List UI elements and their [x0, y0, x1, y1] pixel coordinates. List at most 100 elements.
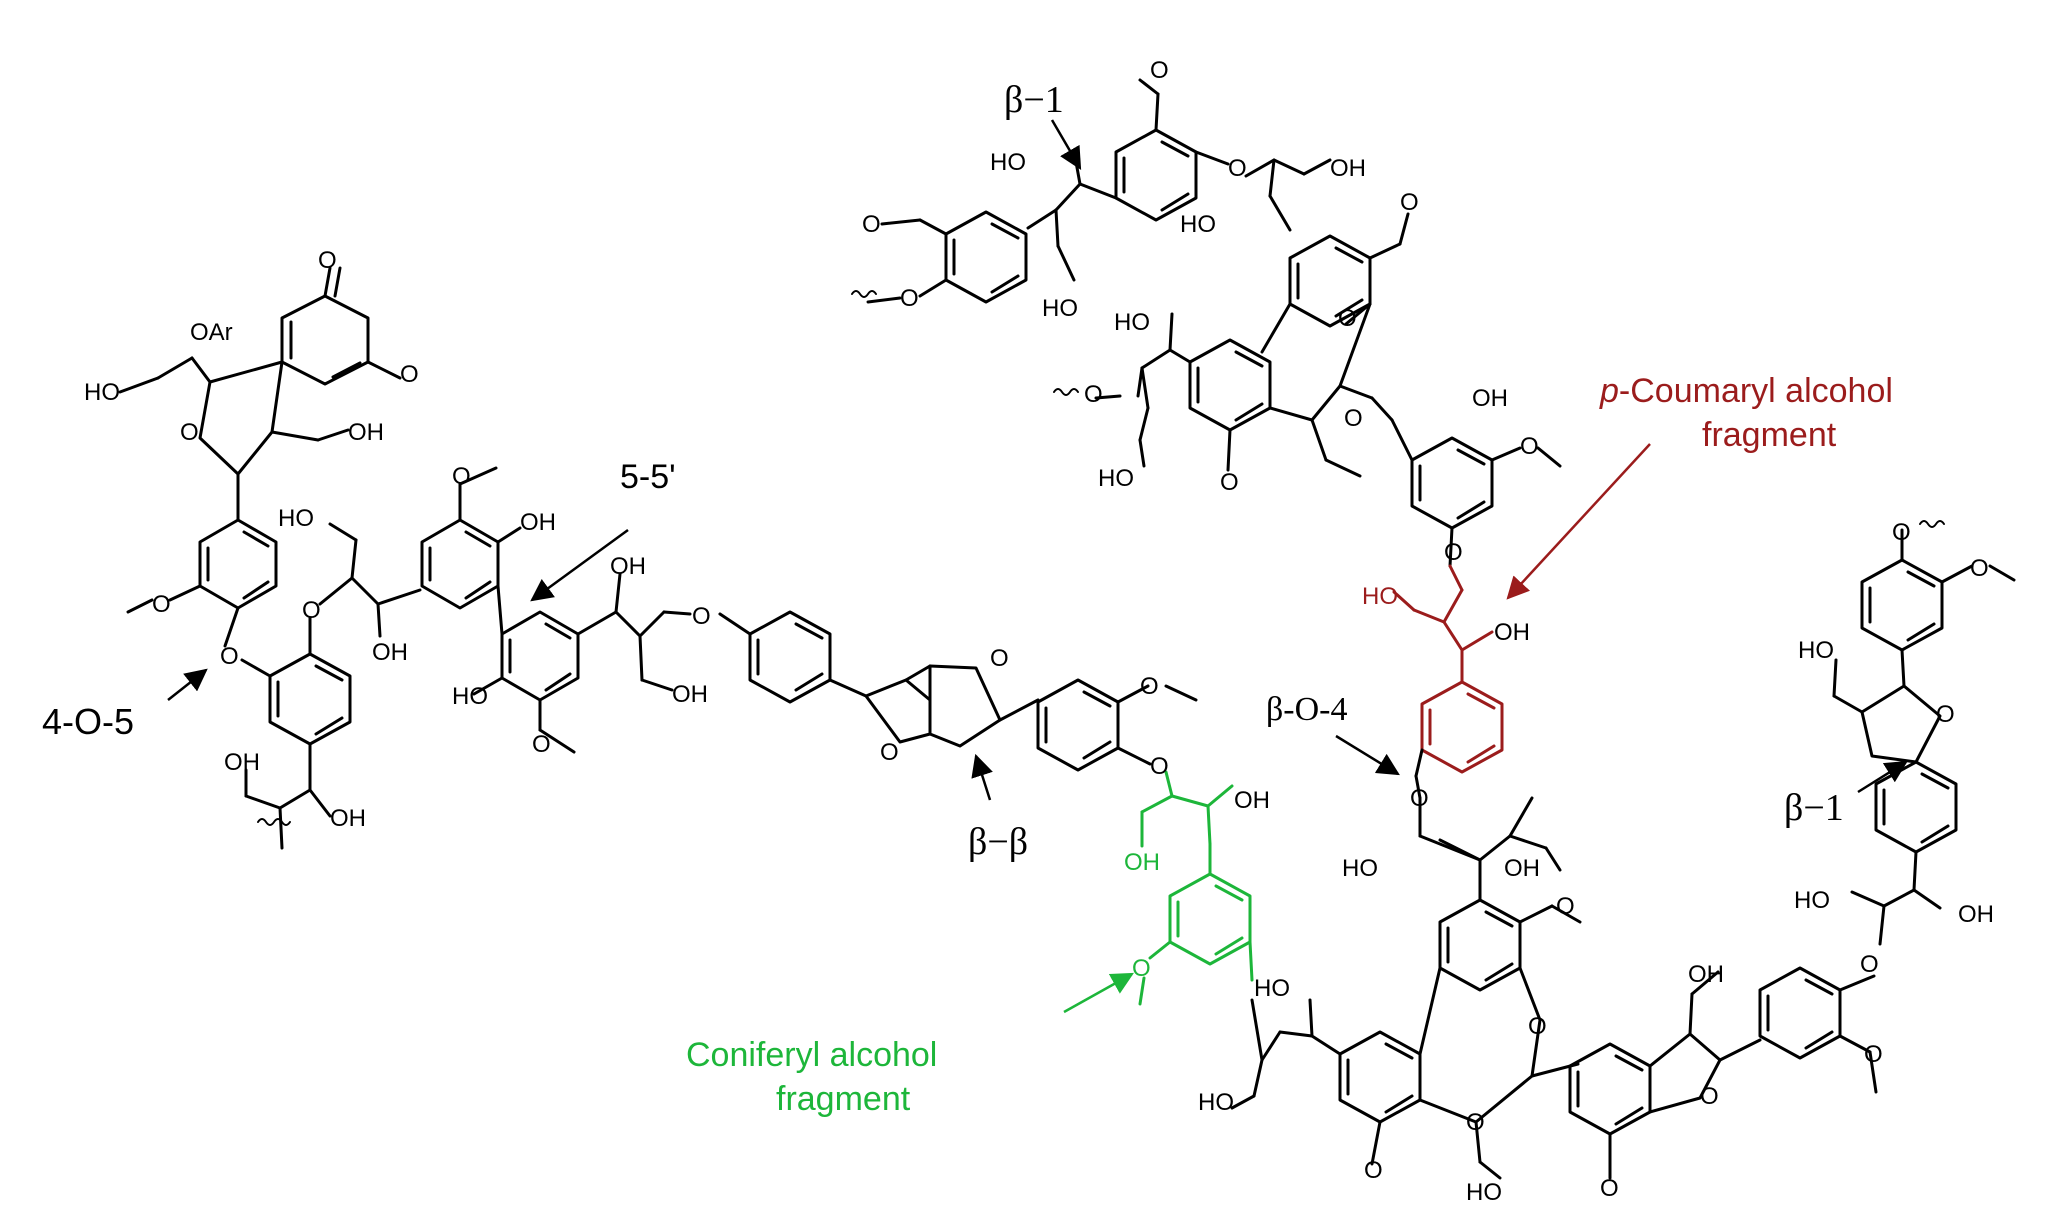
atom-oh: OH — [1472, 385, 1508, 412]
coumaryl-fragment-bonds — [1392, 564, 1504, 774]
coumaran-ring-2 — [1860, 684, 1942, 764]
atom-oh: OH — [610, 553, 646, 580]
aryl-ring-p — [1188, 338, 1272, 432]
atom-ho: HO — [1114, 309, 1150, 336]
atom-o: O — [1444, 539, 1463, 566]
aryl-ring-n — [944, 210, 1028, 304]
label-4-o-5: 4-O-5 — [42, 701, 134, 742]
atom-o: O — [1892, 519, 1911, 546]
atom-o: O — [1140, 673, 1159, 700]
atom-o: O — [1936, 701, 1955, 728]
label-coumaryl-line2: fragment — [1702, 416, 1837, 454]
atom-labels: O OAr O HO O OH O O O HO OH OH OH O OH H… — [84, 57, 1994, 1206]
aryl-ring-g — [1438, 898, 1522, 992]
atom-o: O — [1364, 1157, 1383, 1184]
coumaryl-ring — [1420, 680, 1504, 774]
atom-oar: OAr — [190, 319, 233, 346]
resinol-ring-2 — [928, 664, 1002, 748]
dienone-ring — [280, 294, 370, 386]
coniferyl-ring — [1168, 872, 1252, 966]
atom-o: O — [1150, 57, 1169, 84]
coumaryl-ink-links — [1414, 748, 1482, 862]
coniferyl-ink-links — [1250, 998, 1264, 1062]
atom-oh: OH — [1494, 619, 1530, 646]
atom-oh: OH — [1234, 787, 1270, 814]
atom-o: O — [1970, 555, 1989, 582]
atom-ho: HO — [452, 683, 488, 710]
atom-o: O — [692, 603, 711, 630]
atom-o: O — [1520, 433, 1539, 460]
atom-ho: HO — [1198, 1089, 1234, 1116]
atom-o: O — [1228, 155, 1247, 182]
coumaryl-ink-labels: OH — [1494, 619, 1530, 646]
coumaran-ring-1 — [1648, 1032, 1722, 1114]
aryl-ring-b — [268, 652, 352, 746]
atom-ho: HO — [1466, 1179, 1502, 1206]
atom-o: O — [900, 285, 919, 312]
atom-o: O — [1466, 1109, 1485, 1136]
label-beta-beta: β−β — [968, 821, 1028, 863]
annotation-arrows — [167, 119, 1908, 1014]
coniferyl-fragment-bonds — [1138, 770, 1254, 1006]
atom-o: O — [1344, 405, 1363, 432]
label-coniferyl-line2: fragment — [776, 1080, 911, 1118]
coumaryl-atom-labels: HO — [1362, 583, 1398, 610]
atom-ho: HO — [1254, 975, 1290, 1002]
label-5-5: 5-5' — [620, 458, 676, 496]
atom-ho: HO — [84, 379, 120, 406]
atom-oh: OH — [520, 509, 556, 536]
linkage-labels: β−1 5-5' 4-O-5 β−β β-O-4 β−1 p-Coumaryl … — [42, 79, 1893, 1118]
atom-ho: HO — [1042, 295, 1078, 322]
aryl-ring-q — [1410, 436, 1494, 530]
aryl-ring-d — [500, 610, 580, 702]
atom-ho: HO — [990, 149, 1026, 176]
atom-o: O — [1600, 1175, 1619, 1202]
atom-o: O — [990, 645, 1009, 672]
atom-o: O — [1132, 955, 1151, 982]
atom-oh: OH — [224, 749, 260, 776]
atom-ho: HO — [1180, 211, 1216, 238]
atom-o: O — [1084, 381, 1103, 408]
aryl-ring-c — [420, 518, 500, 610]
atom-oh: OH — [330, 805, 366, 832]
aryl-ring-h — [1338, 1030, 1422, 1124]
aryl-ring-j — [1758, 966, 1842, 1060]
atom-o: O — [452, 463, 471, 490]
atom-o: O — [302, 597, 321, 624]
label-coumaryl-prefix: p — [1599, 372, 1619, 410]
atom-o: O — [1528, 1013, 1547, 1040]
atom-o: O — [1338, 305, 1357, 332]
atom-oh: OH — [1688, 961, 1724, 988]
label-coumaryl-line1: p-Coumaryl alcohol — [1599, 372, 1893, 410]
label-beta-o-4: β-O-4 — [1266, 691, 1348, 728]
atom-oh: OH — [372, 639, 408, 666]
atom-ho: HO — [1794, 887, 1830, 914]
aryl-ring-l — [1874, 760, 1958, 854]
aryl-ring-f — [1036, 678, 1120, 772]
atom-o: O — [180, 419, 199, 446]
atom-ho: HO — [1798, 637, 1834, 664]
label-coumaryl-rest: -Coumaryl alcohol — [1619, 372, 1893, 410]
resinol-ring-1 — [864, 678, 932, 744]
label-beta-1-top: β−1 — [1004, 79, 1064, 121]
atom-o: O — [1400, 189, 1419, 216]
atom-oh: OH — [1504, 855, 1540, 882]
label-beta-1-right: β−1 — [1784, 787, 1844, 829]
atom-o: O — [1150, 753, 1169, 780]
atom-oh: OH — [348, 419, 384, 446]
atom-ho: HO — [278, 505, 314, 532]
atom-o: O — [1700, 1083, 1719, 1110]
atom-o: O — [400, 361, 419, 388]
aryl-ring-i — [1568, 1042, 1652, 1136]
coniferyl-atom-labels: OH O — [1124, 849, 1160, 982]
atom-ho: HO — [1098, 465, 1134, 492]
aryl-ring-k — [1860, 558, 1944, 652]
atom-o: O — [1556, 893, 1575, 920]
atom-o: O — [1864, 1041, 1883, 1068]
atom-o: O — [220, 643, 239, 670]
atom-oh: OH — [1958, 901, 1994, 928]
atom-o: O — [318, 247, 337, 274]
lignin-bonds — [118, 78, 2016, 1180]
